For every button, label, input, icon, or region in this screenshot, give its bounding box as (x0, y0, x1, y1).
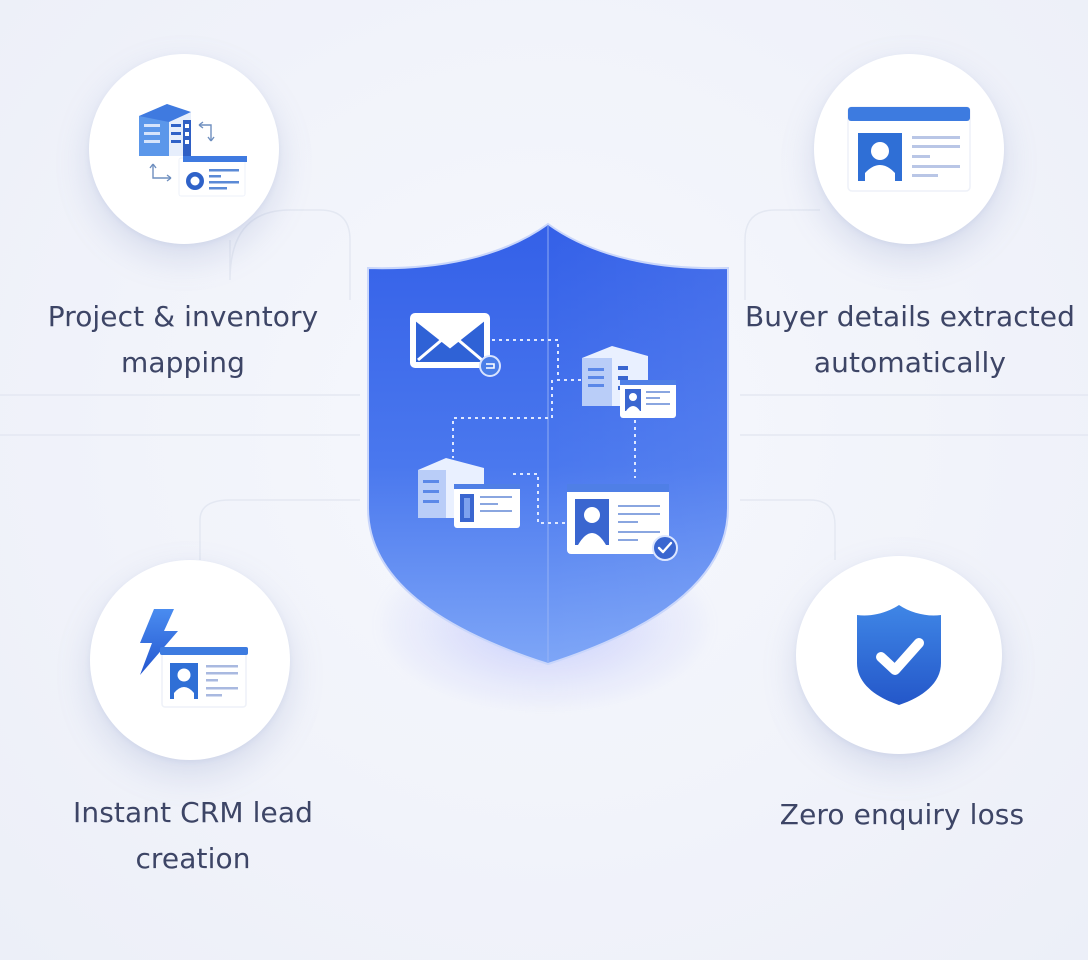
feature-label-buyer-details: Buyer details extracted automatically (738, 294, 1082, 386)
building-mapping-icon (139, 104, 247, 197)
feature-label-line: creation (135, 842, 251, 875)
feature-label-line: Instant CRM lead (73, 796, 313, 829)
shield-icon (367, 222, 729, 666)
lightning-contact-card-icon (140, 609, 248, 708)
feature-label-line: automatically (813, 346, 1007, 379)
feature-label-line: Buyer details extracted (745, 300, 1075, 333)
shield-check-icon (857, 605, 941, 705)
feature-label-line: Project & inventory (47, 300, 319, 333)
feature-label-line: mapping (121, 346, 245, 379)
central-shield (360, 218, 736, 678)
feature-node-zero-enquiry-loss (796, 556, 1002, 754)
feature-node-buyer-details (814, 54, 1004, 244)
feature-label-zero-enquiry-loss: Zero enquiry loss (738, 792, 1066, 838)
feature-label-project-inventory: Project & inventory mapping (18, 294, 348, 386)
feature-label-instant-crm-lead: Instant CRM lead creation (28, 790, 358, 882)
envelope-icon (410, 313, 501, 377)
feature-label-line: Zero enquiry loss (779, 798, 1025, 831)
building-with-document-card-icon (418, 458, 520, 528)
contact-card-verified-icon (567, 484, 678, 561)
feature-node-instant-crm-lead (90, 560, 290, 760)
feature-node-project-inventory (89, 54, 279, 244)
contact-card-icon (847, 106, 971, 192)
building-with-contact-card-icon (582, 346, 676, 418)
